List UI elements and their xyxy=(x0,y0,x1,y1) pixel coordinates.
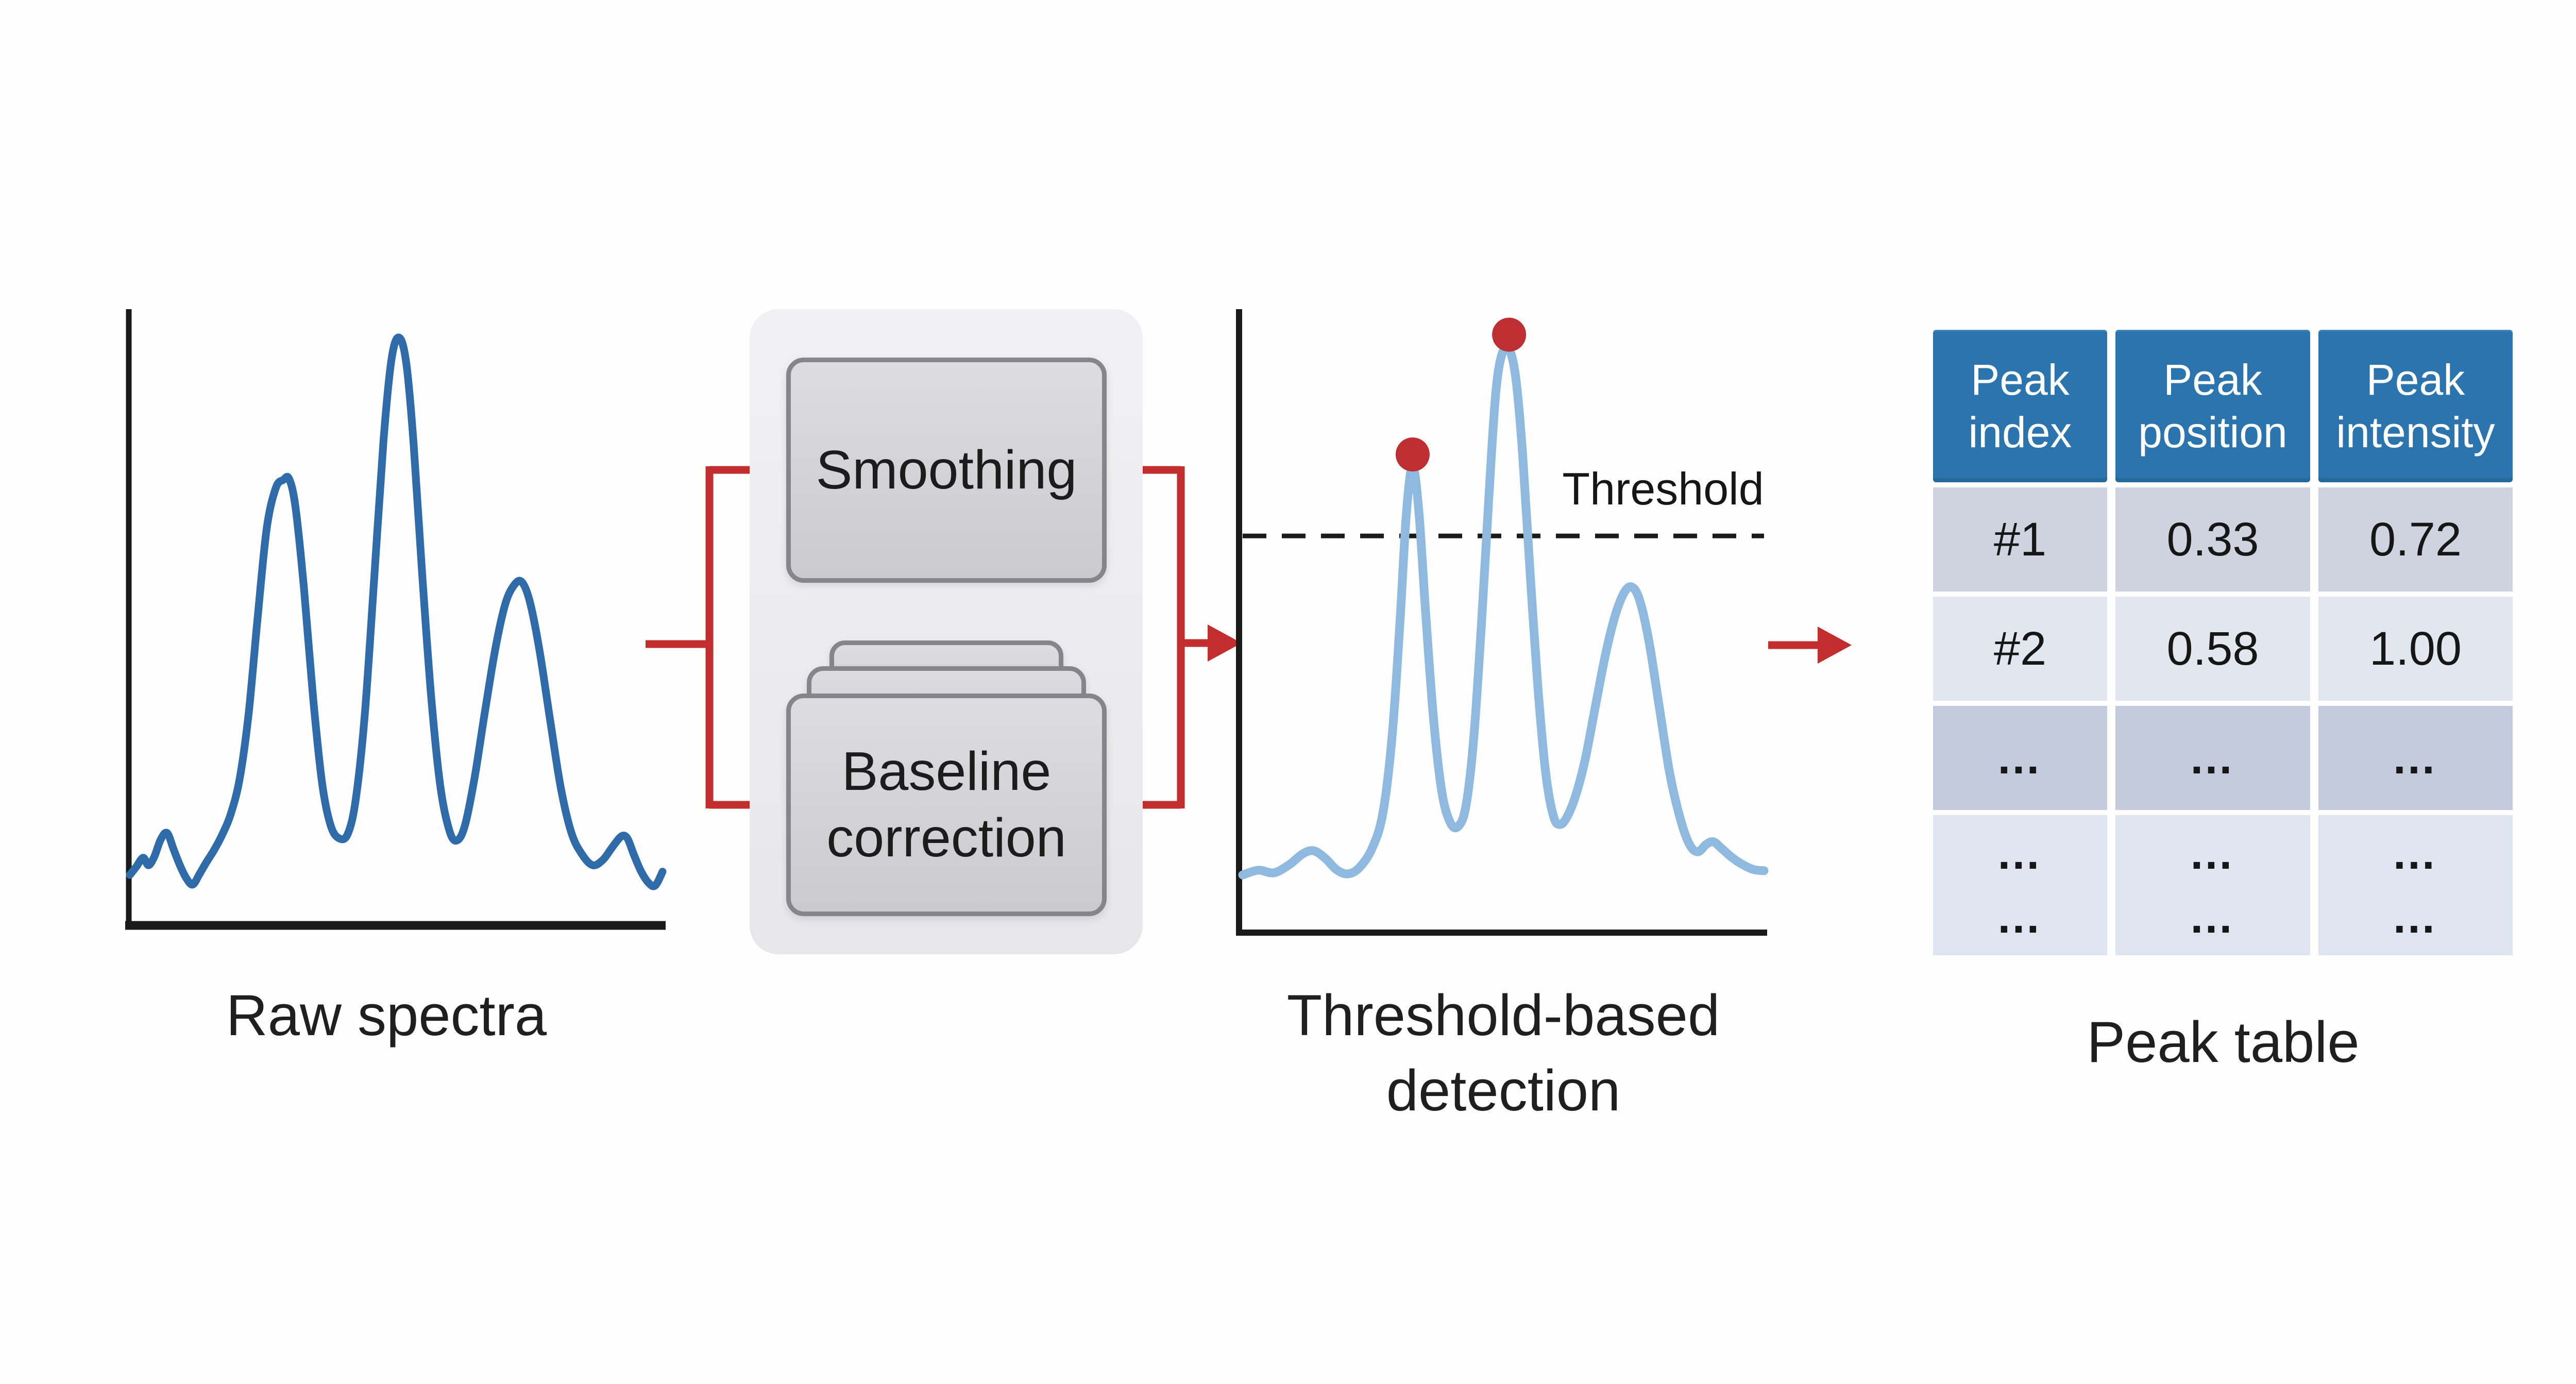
table-cell-text: … xyxy=(2189,827,2237,879)
smoothing-label: Smoothing xyxy=(816,439,1077,500)
table-header-cell: Peak index xyxy=(1933,330,2107,482)
detected-peak-markers xyxy=(1395,317,1527,471)
table-cell-text: #2 xyxy=(1993,622,2047,675)
processed-spectrum-curve xyxy=(1238,343,1769,880)
table-cell-text: 0.33 xyxy=(2166,513,2259,566)
table-cell-text: #1 xyxy=(1993,513,2047,566)
table-cell-text: 1.00 xyxy=(2369,622,2462,675)
table-cell-text: … xyxy=(1996,827,2044,879)
table-cell-text: … xyxy=(2391,891,2440,943)
table-header-cell: Peak position xyxy=(2115,330,2310,482)
table-cell: 0.33 xyxy=(2115,487,2310,592)
table-cell-text: 0.72 xyxy=(2369,513,2462,566)
table-cell: …… xyxy=(2115,815,2310,955)
arrow-into-table xyxy=(1818,627,1852,664)
table-cell: … xyxy=(2318,706,2513,810)
table-cell: #2 xyxy=(1933,597,2107,701)
table-cell: … xyxy=(1933,706,2107,810)
table-cell-text: … xyxy=(2391,732,2440,783)
table-cell: …… xyxy=(1933,815,2107,955)
arrow-into-detection-chart xyxy=(1208,625,1242,662)
threshold-label: Threshold xyxy=(1562,463,1764,514)
table-cell: 0.72 xyxy=(2318,487,2513,592)
baseline-correction-box: Baseline correction xyxy=(786,694,1107,916)
table-cell: … xyxy=(2115,706,2310,810)
merge-connector-line xyxy=(1107,466,1209,809)
table-cell-text: … xyxy=(2391,827,2440,879)
table-cell-text: … xyxy=(1996,891,2044,943)
table-cell: 1.00 xyxy=(2318,597,2513,701)
detection-caption: Threshold-based detection xyxy=(1286,983,1720,1123)
detected-peak-dot xyxy=(1395,437,1430,471)
table-cell-text: … xyxy=(2189,732,2237,783)
table-cell: …… xyxy=(2318,815,2513,955)
raw-spectra-caption: Raw spectra xyxy=(226,983,547,1048)
smoothing-box: Smoothing xyxy=(786,358,1107,583)
baseline-label: Baseline correction xyxy=(826,740,1066,868)
table-cell-text: … xyxy=(1996,732,2044,783)
split-connector-line xyxy=(646,466,754,809)
table-cell: 0.58 xyxy=(2115,597,2310,701)
table-cell-text: 0.58 xyxy=(2166,622,2259,675)
detected-peak-dot xyxy=(1492,317,1527,352)
raw-spectrum-curve xyxy=(126,333,667,890)
table-header-cell: Peak intensity xyxy=(2318,330,2513,482)
peak-table-caption: Peak table xyxy=(2087,1010,2360,1074)
table-cell: #1 xyxy=(1933,487,2107,592)
table-cell-text: … xyxy=(2189,891,2237,943)
